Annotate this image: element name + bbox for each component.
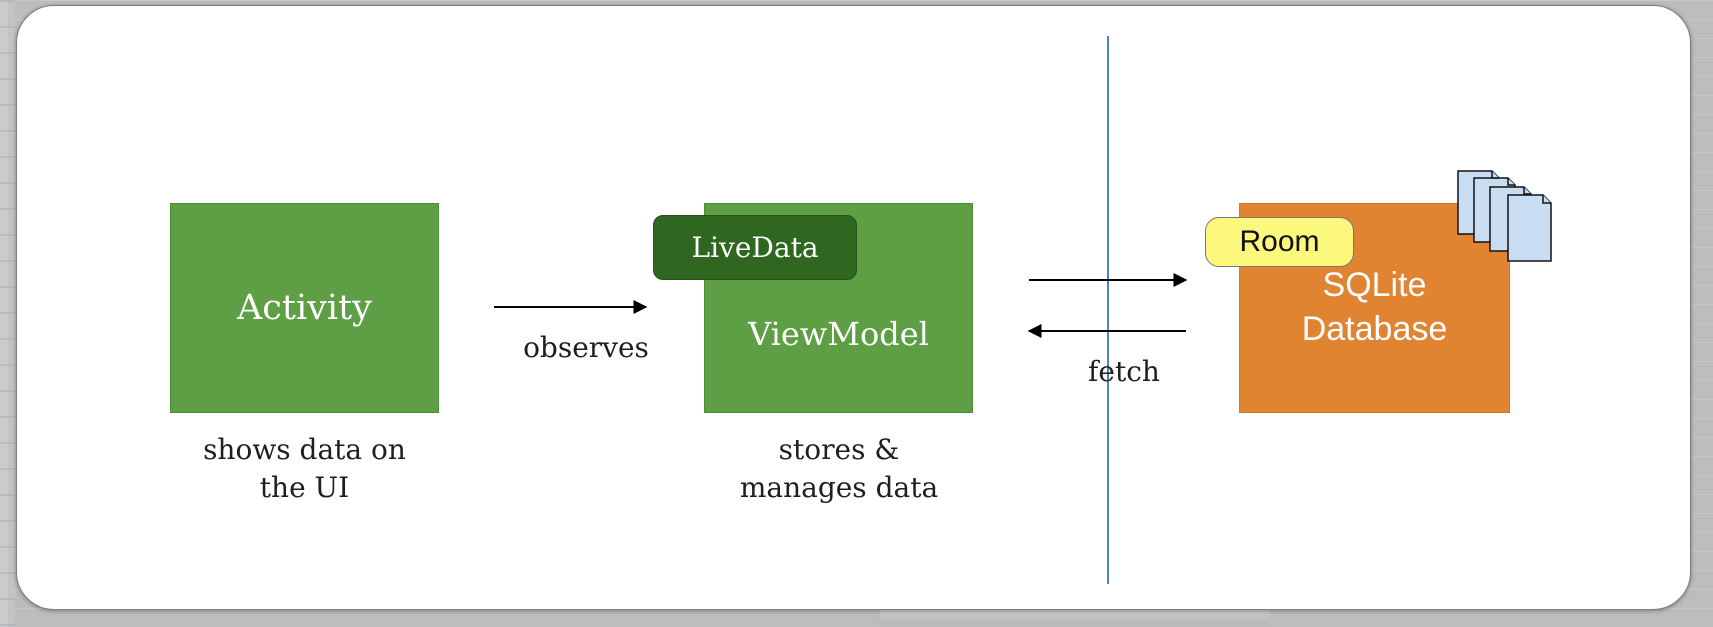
architecture-diagram-card: Activity shows data on the UI observes V… xyxy=(16,5,1691,610)
activity-caption: shows data on the UI xyxy=(203,433,406,504)
database-label-line-1: SQLite xyxy=(1322,266,1427,304)
viewmodel-caption: stores & manages data xyxy=(739,433,939,504)
layer-separator-line xyxy=(1107,36,1109,584)
activity-box: Activity xyxy=(170,203,439,413)
activity-label: Activity xyxy=(237,288,372,328)
background-window-stripe xyxy=(0,0,15,627)
room-badge: Room xyxy=(1205,217,1354,267)
livedata-badge: LiveData xyxy=(653,215,857,280)
room-label: Room xyxy=(1239,225,1320,258)
observes-label: observes xyxy=(523,331,649,364)
document-stack-icon xyxy=(1457,170,1552,262)
livedata-label: LiveData xyxy=(691,231,819,264)
database-label-line-2: Database xyxy=(1301,310,1448,348)
database-documents-icon xyxy=(1457,170,1552,262)
viewmodel-label: ViewModel xyxy=(748,315,929,353)
fetch-label: fetch xyxy=(1088,355,1160,388)
